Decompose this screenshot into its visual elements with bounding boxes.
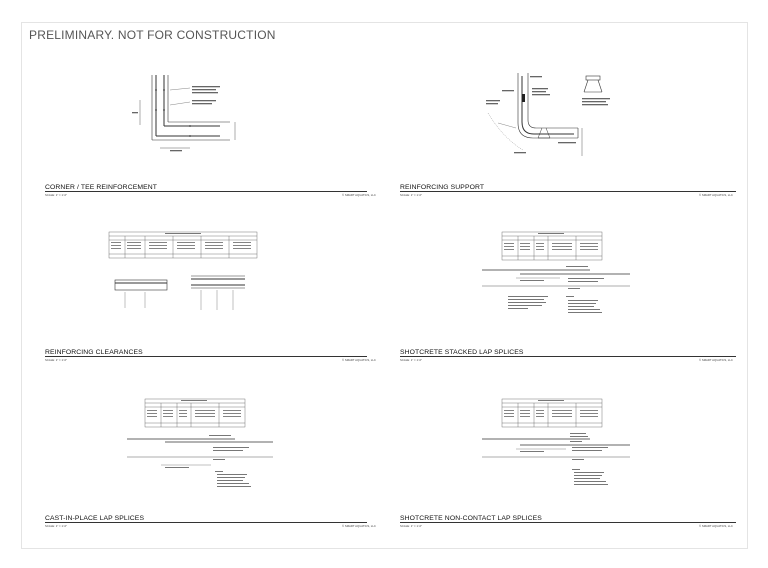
title-underline [45,356,367,357]
panel-title: CORNER / TEE REINFORCEMENT [45,184,157,191]
drawing-sheet [21,22,748,549]
panel-scale: SCALE: 1" = 1'-0" [400,524,423,528]
cast-in-place-lap-drawing [127,398,273,487]
shotcrete-non-contact-lap-drawing [482,398,630,485]
reinforcing-support-drawing [486,73,610,156]
panel-title: CAST-IN-PLACE LAP SPLICES [45,515,145,522]
title-underline [400,191,736,192]
panel-scale: SCALE: 1" = 1'-0" [45,524,68,528]
panel-copyright: © SMART AQUATICS, LLC [699,193,733,197]
title-underline [400,356,736,357]
panel-scale: SCALE: 1" = 1'-0" [45,193,68,197]
panel-copyright: © SMART AQUATICS, LLC [699,358,733,362]
panel-title: REINFORCING SUPPORT [400,184,485,191]
panel-scale: SCALE: 1" = 1'-0" [45,358,68,362]
shotcrete-stacked-lap-drawing [482,231,630,313]
title-underline [45,522,367,523]
panel-scale: SCALE: 1" = 1'-0" [400,358,423,362]
preliminary-banner: PRELIMINARY. NOT FOR CONSTRUCTION [29,28,276,42]
panel-title: SHOTCRETE STACKED LAP SPLICES [400,349,524,356]
corner-tee-detail-drawing [132,75,236,152]
panel-scale: SCALE: 1" = 1'-0" [400,193,423,197]
panel-copyright: © SMART AQUATICS, LLC [342,193,376,197]
panel-copyright: © SMART AQUATICS, LLC [342,358,376,362]
title-underline [400,522,736,523]
panel-title: SHOTCRETE NON-CONTACT LAP SPLICES [400,515,542,522]
reinforcing-clearances-drawing [108,231,258,310]
panel-copyright: © SMART AQUATICS, LLC [342,524,376,528]
title-underline [45,191,367,192]
panel-title: REINFORCING CLEARANCES [45,349,143,356]
panel-copyright: © SMART AQUATICS, LLC [699,524,733,528]
